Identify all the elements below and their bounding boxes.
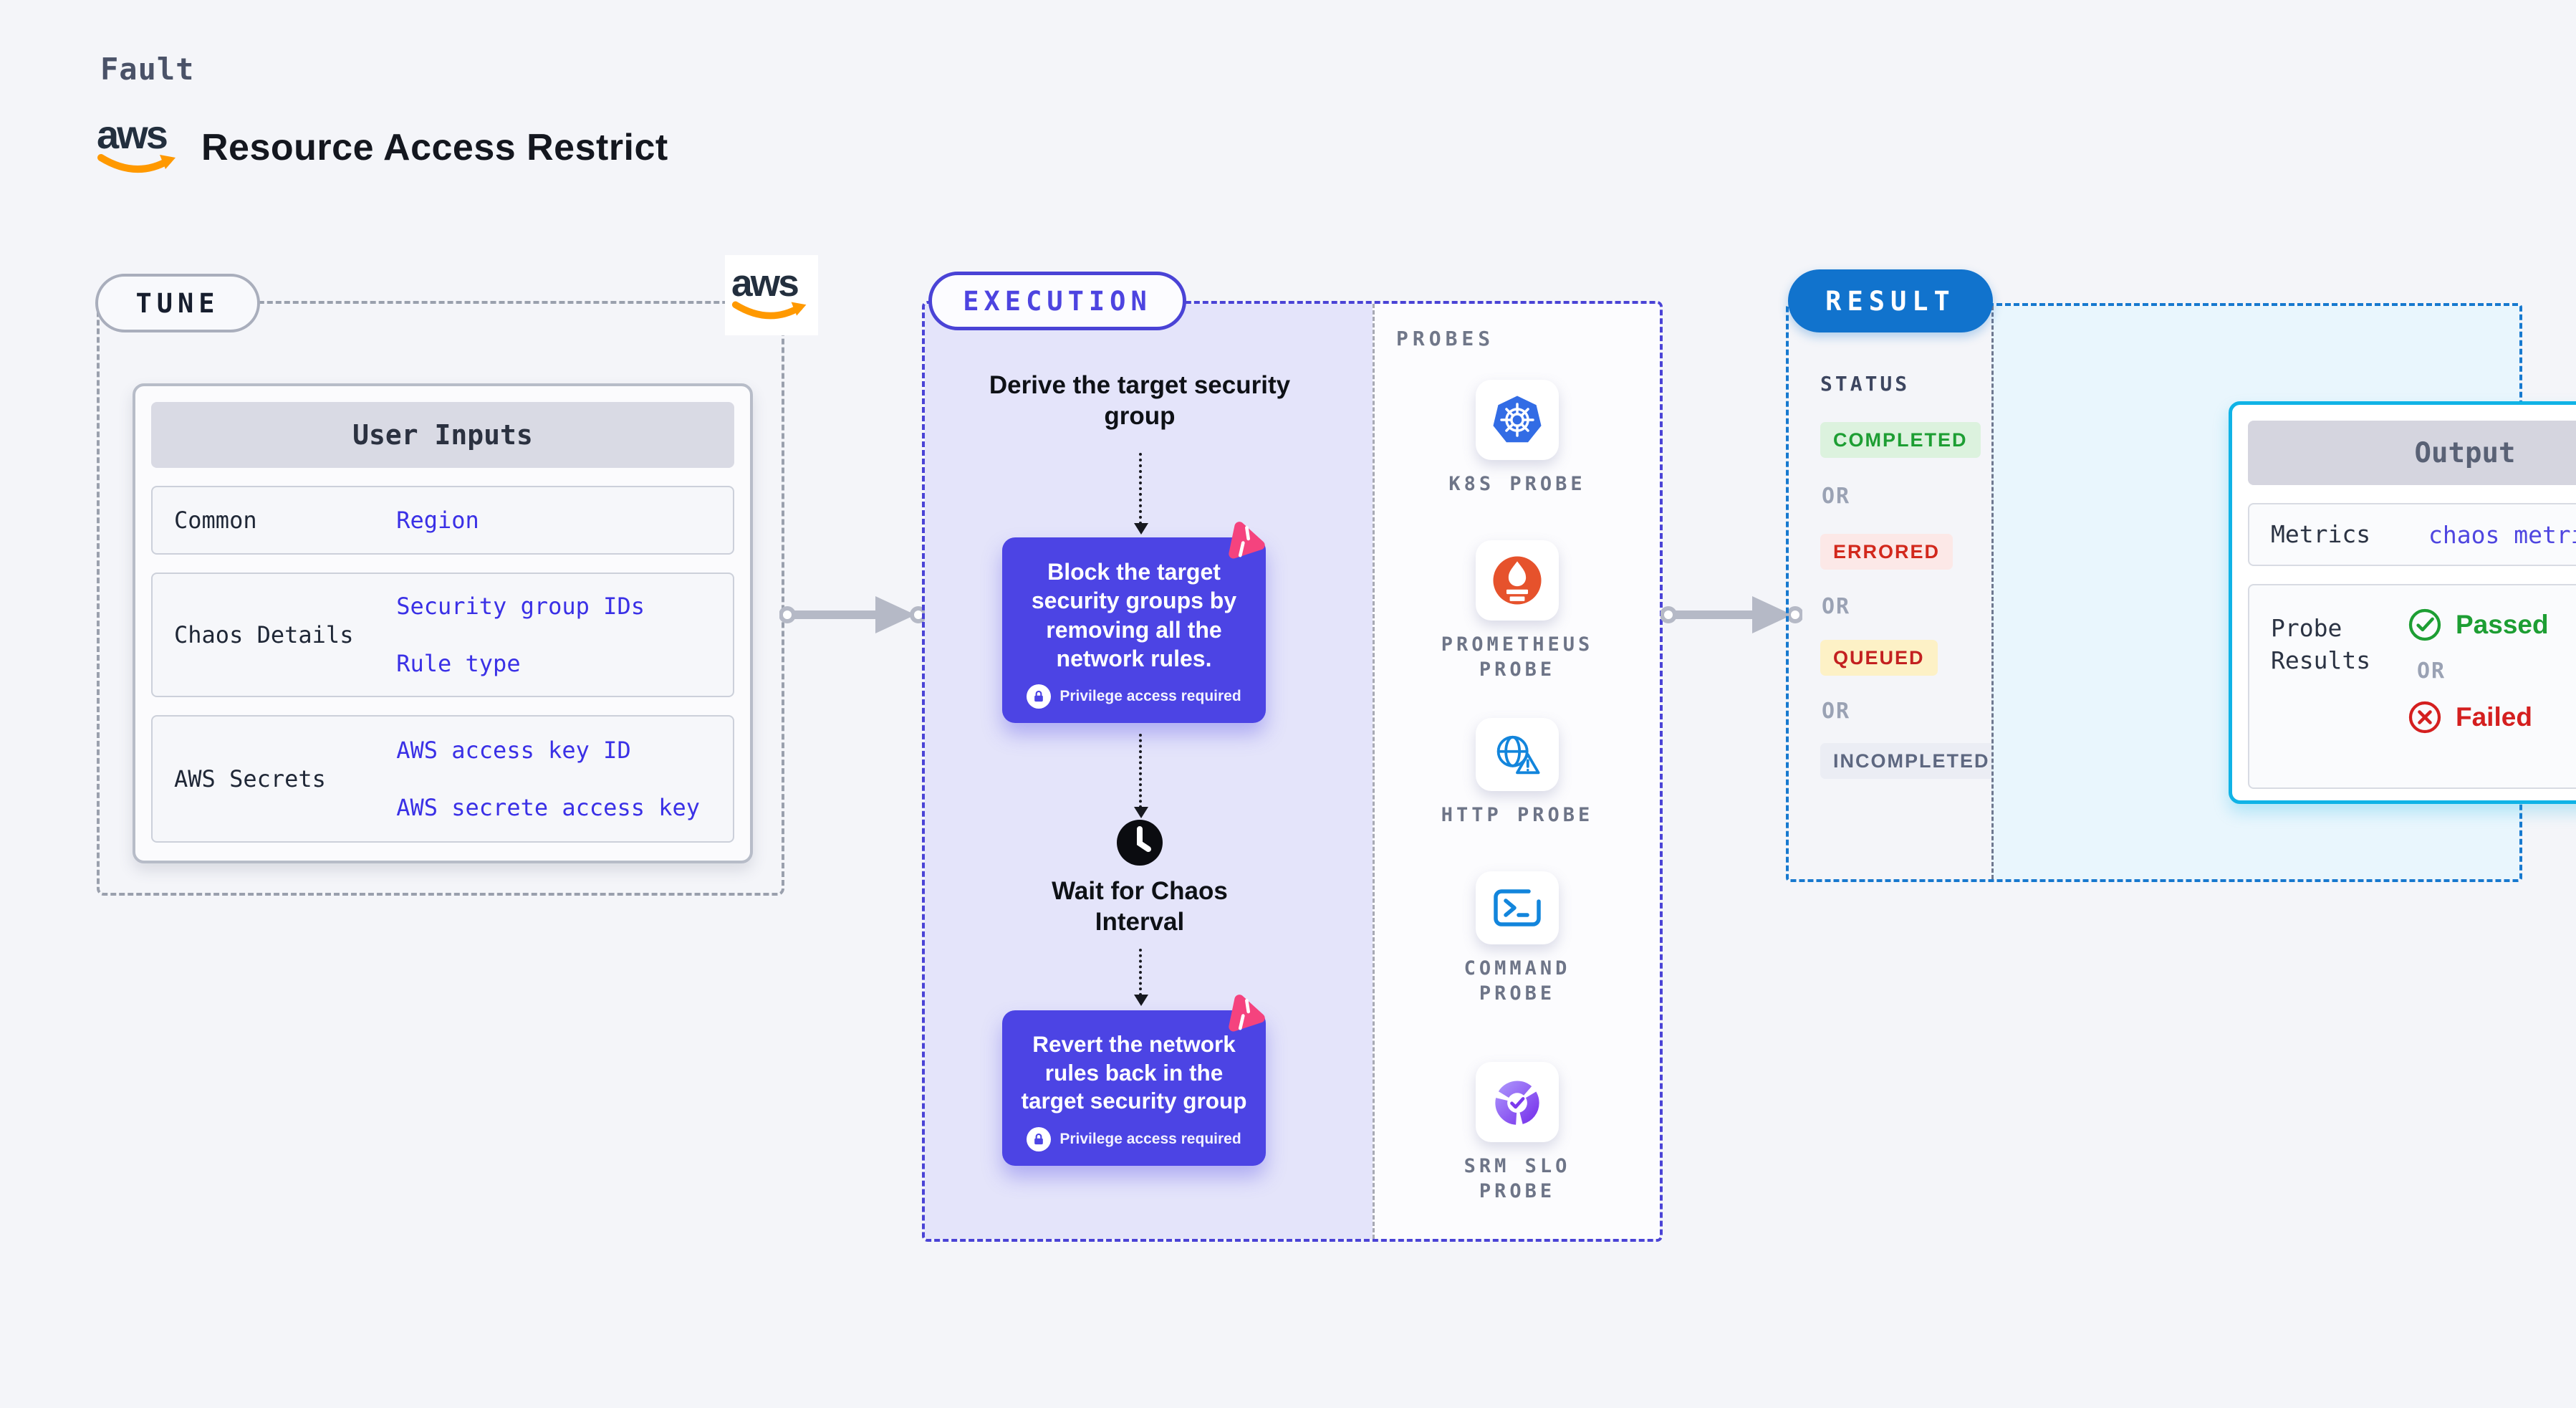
chaos-icon bbox=[1229, 995, 1265, 1032]
revert-step-text: Revert the network rules back in the tar… bbox=[1021, 1031, 1247, 1114]
execution-flow-area: Derive the target security group Block t… bbox=[925, 304, 1373, 1239]
aws-smile-icon bbox=[97, 154, 176, 173]
arrow-tune-to-execution-icon bbox=[779, 596, 926, 633]
result-stage-badge: RESULT bbox=[1788, 269, 1993, 332]
probes-heading: PROBES bbox=[1396, 327, 1495, 350]
probe-label: COMMAND PROBE bbox=[1464, 957, 1571, 1005]
probe-results-label: Probe Results bbox=[2271, 614, 2371, 674]
user-inputs-header: User Inputs bbox=[151, 402, 734, 468]
dotted-arrow-down-icon bbox=[1134, 453, 1148, 535]
result-output-panel: Output Metrics chaos metrics Probe Resul… bbox=[1991, 306, 2576, 879]
or-label: OR bbox=[1822, 699, 1851, 724]
status-heading: STATUS bbox=[1820, 372, 1911, 396]
dotted-arrow-down-icon bbox=[1134, 949, 1148, 1006]
probe-label: SRM SLO PROBE bbox=[1464, 1155, 1571, 1203]
revert-step-card: Revert the network rules back in the tar… bbox=[1002, 1010, 1266, 1167]
probe-results-values: Passed OR Failed bbox=[2407, 585, 2549, 787]
chaos-icon bbox=[1229, 522, 1265, 559]
block-step-card: Block the target security groups by remo… bbox=[1002, 537, 1266, 724]
probe-item-k8s: K8S PROBE bbox=[1375, 380, 1660, 497]
aws-logo-icon: aws bbox=[731, 264, 812, 326]
failed-line: Failed bbox=[2407, 699, 2549, 735]
aws-logo-icon: aws bbox=[97, 115, 181, 181]
aws-wordmark: aws bbox=[97, 112, 168, 157]
fault-eyebrow: Fault bbox=[100, 52, 195, 87]
lock-icon bbox=[1027, 1127, 1052, 1152]
title-row: aws Resource Access Restrict bbox=[97, 115, 668, 181]
result-status-column: STATUS COMPLETED OR ERRORED OR QUEUED OR… bbox=[1789, 306, 2003, 879]
block-step-text: Block the target security groups by remo… bbox=[1031, 559, 1237, 671]
user-input-row-common: Common Region bbox=[151, 486, 734, 555]
probe-label: K8S PROBE bbox=[1448, 473, 1586, 495]
terminal-icon bbox=[1494, 889, 1541, 926]
globe-alert-icon bbox=[1496, 735, 1540, 775]
or-label: OR bbox=[2417, 658, 2446, 684]
row-label: AWS Secrets bbox=[174, 765, 326, 792]
row-label: Chaos Details bbox=[174, 621, 354, 648]
probe-item-prometheus: PROMETHEUS PROBE bbox=[1375, 540, 1660, 682]
or-label: OR bbox=[1822, 484, 1851, 509]
status-badge-errored: ERRORED bbox=[1820, 534, 1953, 570]
probe-item-srm-slo: SRM SLO PROBE bbox=[1375, 1062, 1660, 1204]
privilege-label: Privilege access required bbox=[1059, 1131, 1241, 1148]
x-circle-icon bbox=[2408, 701, 2441, 734]
tune-aws-logo: aws bbox=[725, 255, 818, 335]
arrow-execution-to-result-icon bbox=[1661, 596, 1802, 633]
prometheus-icon bbox=[1493, 556, 1542, 605]
row-label: Common bbox=[174, 507, 257, 534]
dotted-arrow-down-icon bbox=[1134, 734, 1148, 818]
probe-results-row: Probe Results Passed OR bbox=[2248, 584, 2576, 789]
passed-label: Passed bbox=[2456, 610, 2549, 639]
output-card: Output Metrics chaos metrics Probe Resul… bbox=[2229, 401, 2576, 804]
row-value: Region bbox=[396, 507, 479, 534]
row-value: Rule type bbox=[396, 650, 521, 677]
user-input-row-aws-secrets: AWS Secrets AWS access key ID AWS secret… bbox=[151, 715, 734, 843]
passed-line: Passed bbox=[2407, 607, 2549, 643]
tune-stage-box bbox=[97, 301, 784, 896]
failed-label: Failed bbox=[2456, 702, 2532, 732]
check-circle-icon bbox=[2408, 608, 2441, 641]
metrics-label: Metrics bbox=[2271, 519, 2371, 548]
privilege-label: Privilege access required bbox=[1059, 688, 1241, 705]
probe-label: HTTP PROBE bbox=[1441, 804, 1594, 826]
probe-label: PROMETHEUS PROBE bbox=[1441, 633, 1594, 681]
probe-item-http: HTTP PROBE bbox=[1375, 718, 1660, 828]
aws-wordmark: aws bbox=[731, 261, 799, 305]
probe-card bbox=[1476, 871, 1559, 944]
status-badge-incompleted: INCOMPLETED bbox=[1820, 743, 2003, 779]
execution-stage-badge: EXECUTION bbox=[928, 272, 1186, 330]
clock-icon bbox=[1115, 818, 1164, 867]
row-value: AWS secrete access key bbox=[396, 794, 701, 821]
probe-card bbox=[1476, 380, 1559, 460]
metrics-value: chaos metrics bbox=[2428, 520, 2576, 549]
kubernetes-icon bbox=[1493, 396, 1542, 443]
derive-step-text: Derive the target security group bbox=[989, 371, 1291, 431]
privilege-row: Privilege access required bbox=[1012, 684, 1256, 709]
lock-icon bbox=[1027, 684, 1052, 709]
slo-donut-icon bbox=[1495, 1081, 1539, 1125]
or-label: OR bbox=[1822, 594, 1851, 619]
probe-item-command: COMMAND PROBE bbox=[1375, 871, 1660, 1006]
status-badge-completed: COMPLETED bbox=[1820, 422, 1981, 458]
user-inputs-card: User Inputs Common Region Chaos Details … bbox=[133, 383, 753, 863]
probes-panel: PROBES K8S PROBE bbox=[1373, 304, 1660, 1239]
output-header: Output bbox=[2248, 421, 2576, 485]
probe-card bbox=[1476, 718, 1559, 791]
user-input-row-chaos-details: Chaos Details Security group IDs Rule ty… bbox=[151, 573, 734, 697]
result-stage-box: STATUS COMPLETED OR ERRORED OR QUEUED OR… bbox=[1786, 303, 2576, 882]
status-badge-queued: QUEUED bbox=[1820, 640, 1938, 676]
row-value: Security group IDs bbox=[396, 593, 645, 620]
page-title: Resource Access Restrict bbox=[201, 127, 668, 168]
probe-card bbox=[1476, 1062, 1559, 1142]
privilege-row: Privilege access required bbox=[1012, 1127, 1256, 1152]
aws-smile-icon bbox=[731, 301, 807, 320]
tune-stage-badge: TUNE bbox=[95, 274, 260, 332]
row-value: AWS access key ID bbox=[396, 737, 631, 764]
wait-step-text: Wait for Chaos Interval bbox=[1052, 877, 1228, 937]
execution-stage-box: Derive the target security group Block t… bbox=[922, 301, 1663, 1242]
probe-card bbox=[1476, 540, 1559, 621]
metrics-row: Metrics chaos metrics bbox=[2248, 503, 2576, 566]
